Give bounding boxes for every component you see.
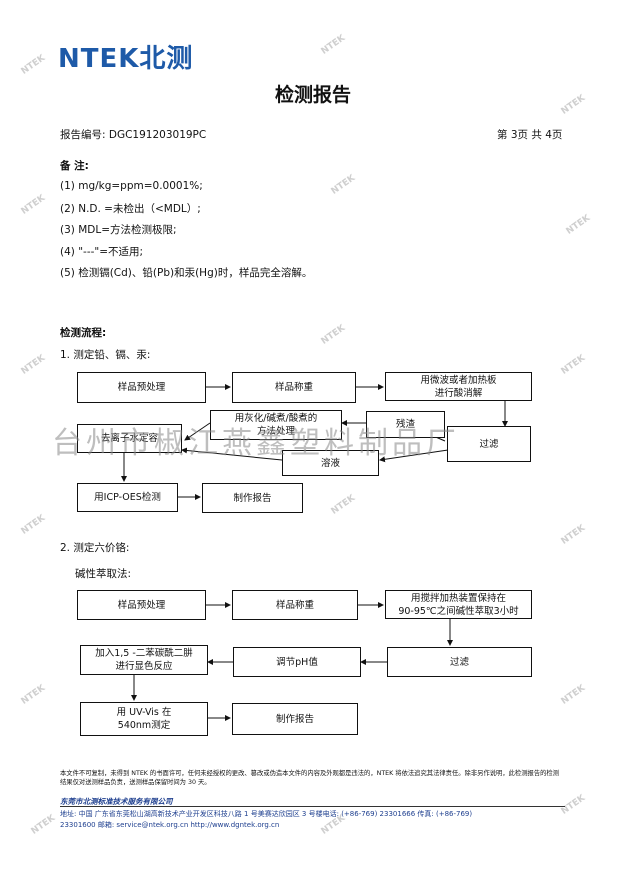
footer-contact: 23301600 邮箱: service@ntek.org.cn http://…: [60, 821, 280, 829]
footer-disclaimer: 本文件不可复制，未得到 NTEK 的书面许可，任何未经授权的更改、篡改或伪造本文…: [60, 770, 560, 786]
s2-box-report: 制作报告: [232, 703, 358, 735]
flow-section1-title: 1. 测定铅、镉、汞:: [60, 349, 151, 361]
s1-box-solution: 溶液: [282, 450, 379, 476]
s1-box-acid-digestion: 用微波或者加热板 进行酸消解: [385, 372, 532, 401]
note-item-1: (1) mg/kg=ppm=0.0001%;: [60, 180, 203, 192]
s2-box-alkaline-extraction: 用搅拌加热装置保持在 90-95℃之间碱性萃取3小时: [385, 590, 532, 619]
note-item-5: (5) 检测镉(Cd)、铅(Pb)和汞(Hg)时，样品完全溶解。: [60, 267, 313, 279]
s2-box-uv-vis: 用 UV-Vis 在 540nm测定: [80, 702, 208, 736]
notes-heading: 备 注:: [60, 160, 89, 172]
s1-box-residue: 残渣: [366, 411, 445, 438]
ntek-logo: NTEK北测: [58, 44, 194, 74]
s1-box-dilute: 去离子水定容: [77, 424, 182, 453]
footer-company: 东莞市北测标准技术服务有限公司: [60, 797, 173, 806]
report-number: 报告编号: DGC191203019PC: [60, 129, 207, 141]
s2-box-color-reaction: 加入1,5 -二苯碳酰二肼 进行显色反应: [80, 645, 208, 675]
page-info: 第 3页 共 4页: [497, 129, 563, 141]
company-watermark: 台州市椒江燕鑫塑料制品厂: [52, 426, 460, 461]
note-item-3: (3) MDL=方法检测极限;: [60, 224, 177, 236]
s2-box-sample-weighing: 样品称重: [232, 590, 358, 620]
s1-box-sample-weighing: 样品称重: [232, 372, 356, 403]
s1-box-ashing: 用灰化/碱煮/酸煮的 方法处理: [210, 410, 342, 440]
s2-box-filtration: 过滤: [387, 647, 532, 677]
footer-divider: [60, 806, 565, 807]
s1-box-report: 制作报告: [202, 483, 303, 513]
flow-heading: 检测流程:: [60, 327, 107, 339]
footer-address: 地址: 中国 广东省东莞松山湖高新技术产业开发区科技八路 1 号美赛达欣园区 3…: [60, 810, 473, 818]
note-item-2: (2) N.D. =未检出（<MDL）;: [60, 203, 201, 215]
s1-box-filtration: 过滤: [447, 426, 531, 462]
flow-section2-subtitle: 碱性萃取法:: [75, 568, 132, 580]
s2-box-adjust-ph: 调节pH值: [233, 647, 361, 677]
note-item-4: (4) "---"=不适用;: [60, 246, 144, 258]
s1-box-sample-pretreatment: 样品预处理: [77, 372, 206, 403]
s2-box-sample-pretreatment: 样品预处理: [77, 590, 206, 620]
flow-section2-title: 2. 测定六价铬:: [60, 542, 130, 554]
s1-box-icp-oes: 用ICP-OES检测: [77, 483, 178, 512]
page-title: 检测报告: [274, 84, 351, 106]
